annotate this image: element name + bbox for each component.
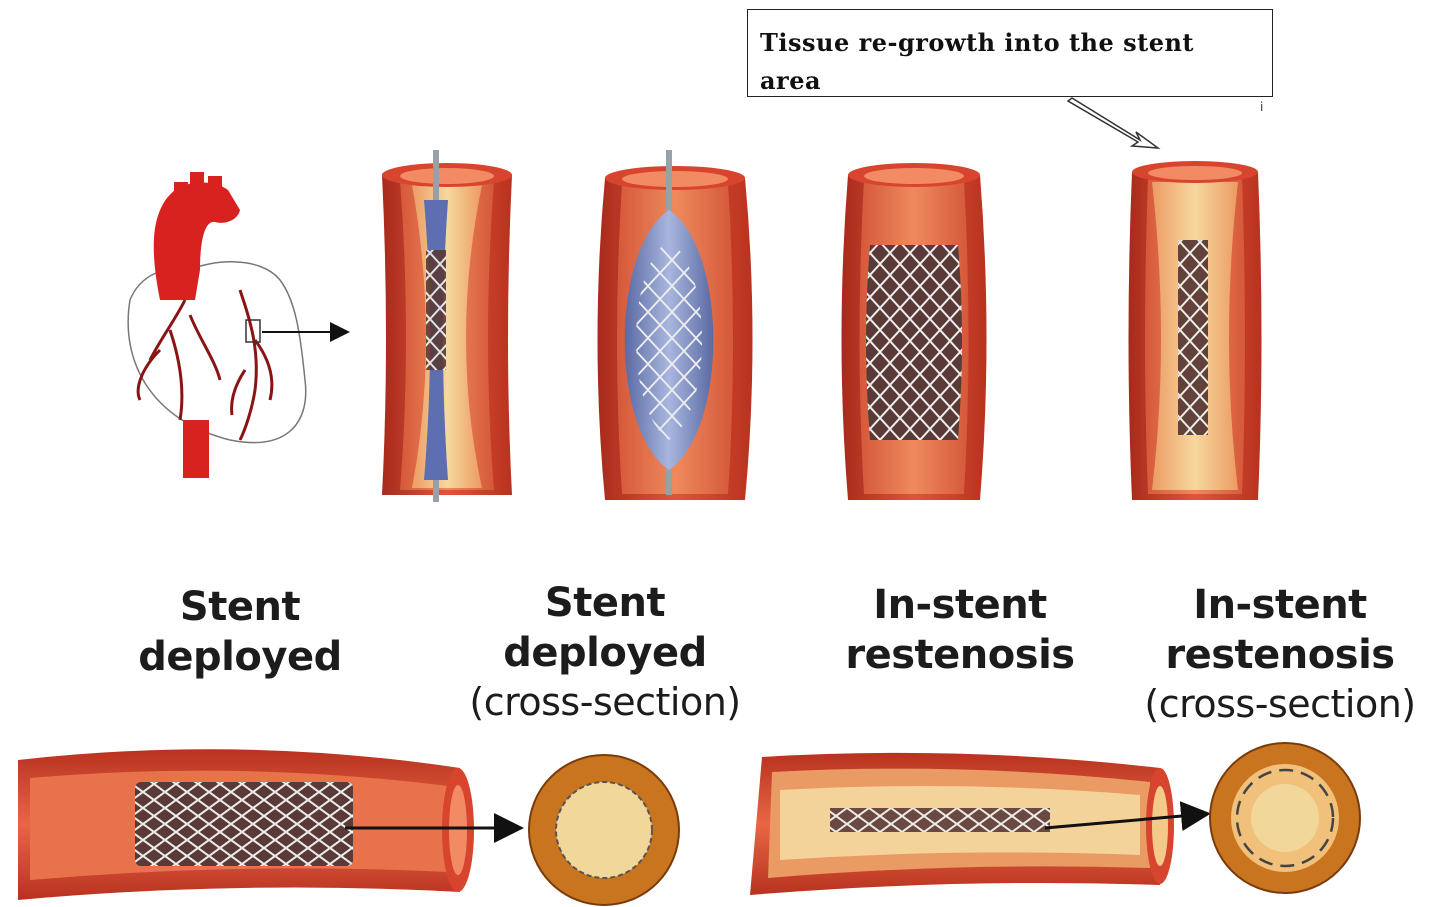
heart-illustration [128, 172, 346, 478]
callout-arrow [1068, 98, 1158, 148]
label-line: Stent [100, 582, 380, 632]
label-in-stent-restenosis-cross-section: In-stent restenosis (cross-section) [1120, 580, 1440, 728]
label-line: (cross-section) [440, 678, 770, 726]
vessel-restenosis [1129, 161, 1262, 500]
vessel-stent-placed [842, 163, 987, 500]
label-line: In-stent [810, 580, 1110, 630]
cross-section-stent [529, 755, 679, 905]
label-line: restenosis [810, 630, 1110, 680]
cross-section-restenosis [1210, 743, 1360, 893]
label-line: deployed [440, 628, 770, 678]
label-stent-deployed-cross-section: Stent deployed (cross-section) [440, 578, 770, 726]
horizontal-vessel-stent [18, 749, 518, 900]
callout-tissue-regrowth: Tissue re-growth into the stent area [747, 9, 1273, 97]
label-stent-deployed: Stent deployed [100, 582, 380, 682]
label-line: deployed [100, 632, 380, 682]
vessel-stent-insertion [382, 150, 512, 502]
label-in-stent-restenosis: In-stent restenosis [810, 580, 1110, 680]
horizontal-vessel-restenosis [750, 753, 1205, 895]
label-line: (cross-section) [1120, 680, 1440, 728]
label-line: restenosis [1120, 630, 1440, 680]
vessel-balloon-expanded [598, 150, 753, 500]
label-line: In-stent [1120, 580, 1440, 630]
label-line: Stent [440, 578, 770, 628]
stray-mark: i [1260, 100, 1263, 114]
